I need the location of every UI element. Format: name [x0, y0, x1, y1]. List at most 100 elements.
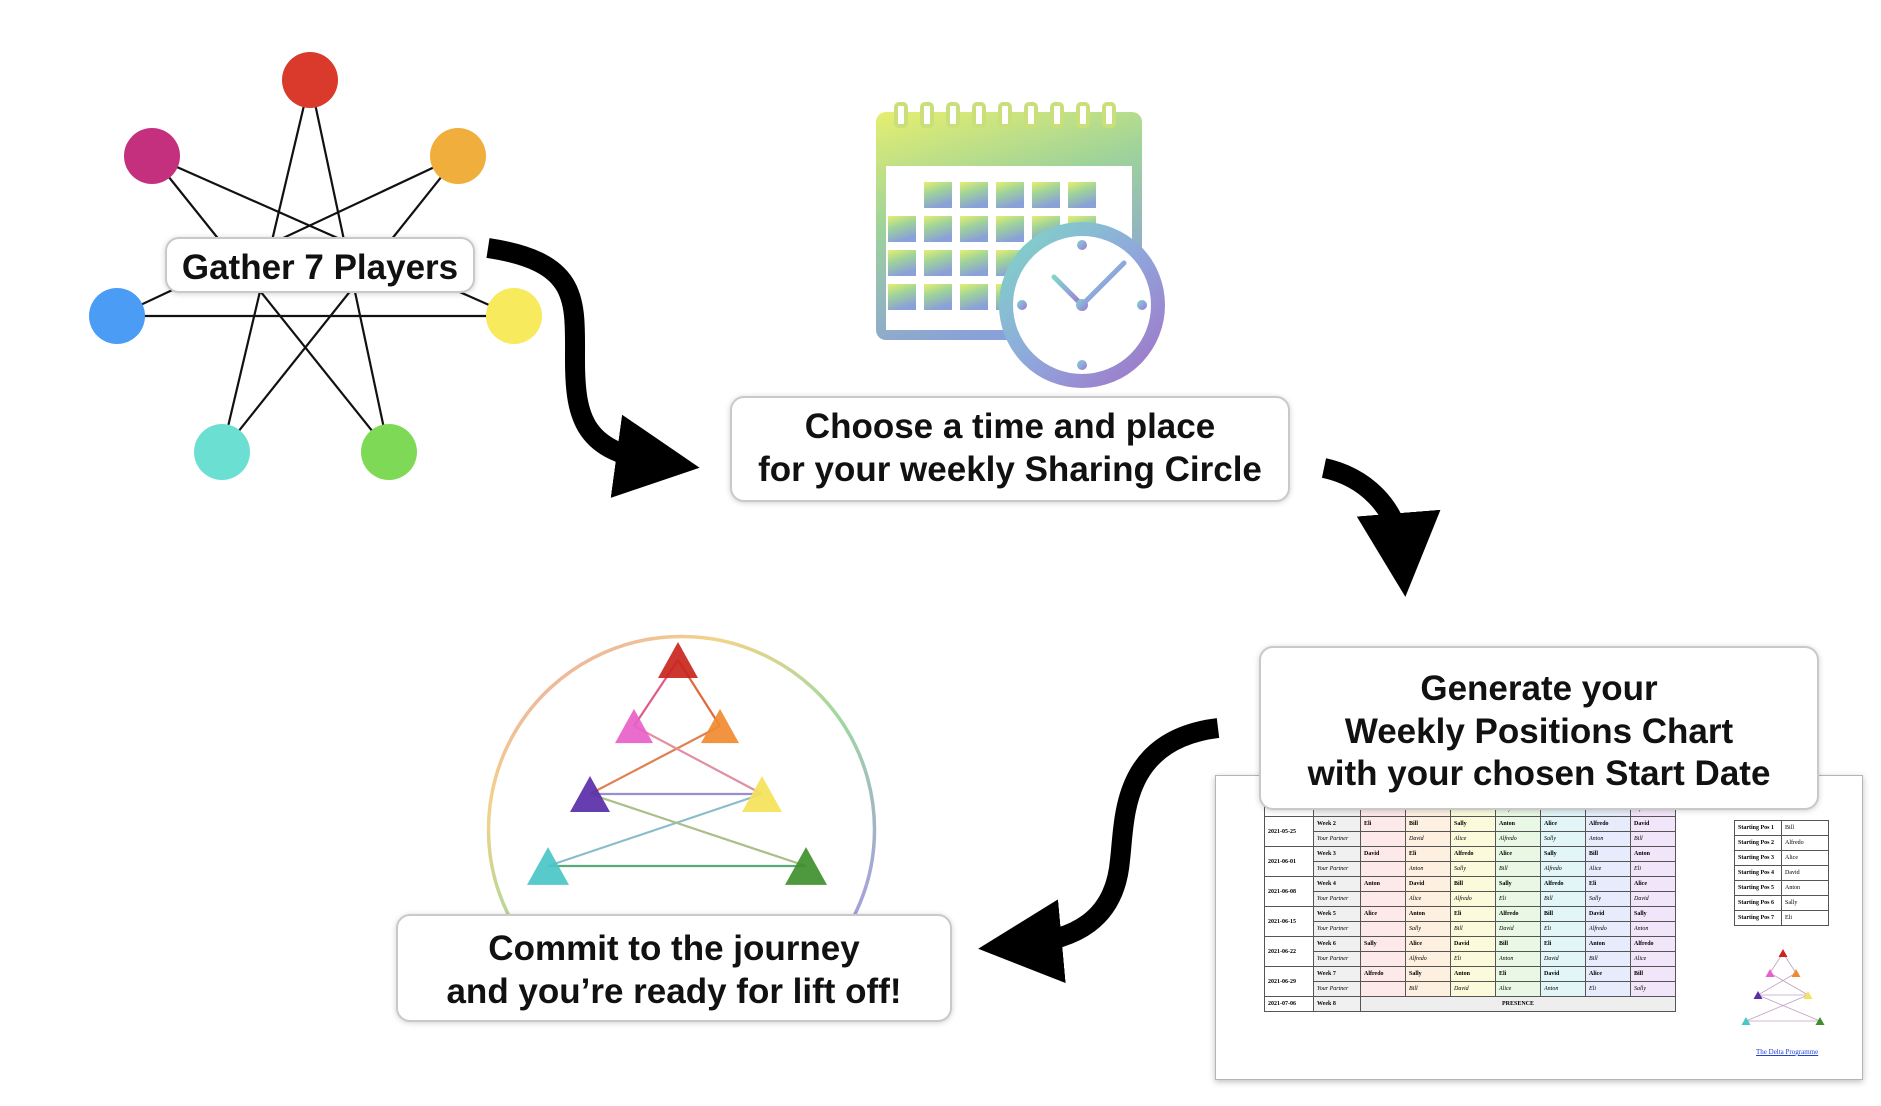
- star-edge: [151, 155, 390, 453]
- player-cell: David: [1630, 816, 1676, 832]
- mini-logo-triangle: [1778, 949, 1788, 957]
- player-cell: Alice: [1630, 876, 1676, 892]
- player-node: [124, 128, 180, 184]
- partner-cell: Alfredo: [1405, 951, 1451, 967]
- partner-cell: David: [1405, 831, 1451, 847]
- player-cell: Sally: [1360, 936, 1406, 952]
- player-node: [486, 288, 542, 344]
- player-cell: Bill: [1495, 936, 1541, 952]
- player-cell: Sally: [1540, 846, 1586, 862]
- week-cell: Week 7: [1313, 966, 1361, 982]
- week-cell: Week 6: [1313, 936, 1361, 952]
- partner-cell: Anton: [1630, 921, 1676, 937]
- player-node: [361, 424, 417, 480]
- logo-triangle: [615, 708, 653, 744]
- week-cell: Week 8: [1313, 996, 1361, 1012]
- logo-triangle: [658, 642, 698, 678]
- calendar-cell: [888, 284, 916, 310]
- player-cell: Anton: [1405, 906, 1451, 922]
- calendar-cell: [996, 182, 1024, 208]
- partner-cell: Eli: [1450, 951, 1496, 967]
- player-cell: Sally: [1450, 816, 1496, 832]
- calendar-ring: [920, 102, 934, 128]
- player-cell: David: [1450, 936, 1496, 952]
- player-cell: Alice: [1585, 966, 1631, 982]
- player-cell: Sally: [1630, 906, 1676, 922]
- start-pos-name: Eli: [1781, 910, 1829, 926]
- player-cell: Alfredo: [1450, 846, 1496, 862]
- player-cell: Bill: [1450, 876, 1496, 892]
- partner-cell: Alice: [1450, 831, 1496, 847]
- calendar-rings: [894, 102, 1116, 128]
- date-cell: 2021-06-22: [1264, 936, 1314, 967]
- player-cell: Anton: [1360, 876, 1406, 892]
- partner-cell: [1360, 951, 1406, 967]
- logo-triangle: [527, 847, 569, 885]
- calendar-ring: [998, 102, 1012, 128]
- mini-logo-triangle: [1815, 1017, 1825, 1025]
- calendar-cell: [960, 250, 988, 276]
- weekly-positions-chart-sheet: 2021-05-18Week 1BillAlfredoAliceDavidAnt…: [1215, 775, 1863, 1080]
- partner-label-cell: Your Partner: [1313, 891, 1361, 907]
- partner-cell: Sally: [1405, 921, 1451, 937]
- player-node: [430, 128, 486, 184]
- player-node: [194, 424, 250, 480]
- calendar-ring: [946, 102, 960, 128]
- calendar-ring: [972, 102, 986, 128]
- player-cell: Bill: [1405, 816, 1451, 832]
- date-cell: 2021-06-29: [1264, 966, 1314, 997]
- partner-cell: Bill: [1540, 891, 1586, 907]
- calendar-ring: [1050, 102, 1064, 128]
- calendar-ring: [1024, 102, 1038, 128]
- partner-cell: Sally: [1630, 981, 1676, 997]
- partner-cell: [1360, 831, 1406, 847]
- partner-label-cell: Your Partner: [1313, 831, 1361, 847]
- player-cell: Alfredo: [1630, 936, 1676, 952]
- start-pos-name: Alfredo: [1781, 835, 1829, 851]
- calendar-cell: [996, 216, 1024, 242]
- delta-logo: [486, 634, 877, 919]
- player-cell: Eli: [1540, 936, 1586, 952]
- calendar-cell: [924, 182, 952, 208]
- player-cell: Bill: [1585, 846, 1631, 862]
- logo-triangle: [742, 776, 782, 812]
- mini-logo-triangle: [1765, 969, 1775, 977]
- delta-programme-link[interactable]: The Delta Programme: [1756, 1048, 1819, 1056]
- logo-triangle: [570, 776, 610, 812]
- player-cell: Alice: [1540, 816, 1586, 832]
- partner-label-cell: Your Partner: [1313, 981, 1361, 997]
- start-pos-name: Sally: [1781, 895, 1829, 911]
- partner-cell: Eli: [1585, 981, 1631, 997]
- partner-label-cell: Your Partner: [1313, 921, 1361, 937]
- player-cell: Anton: [1585, 936, 1631, 952]
- partner-cell: Bill: [1450, 921, 1496, 937]
- player-node: [89, 288, 145, 344]
- partner-cell: Bill: [1630, 831, 1676, 847]
- calendar-cell: [1068, 182, 1096, 208]
- choose-time-callout: Choose a time and place for your weekly …: [730, 396, 1290, 502]
- logo-triangle: [785, 847, 827, 885]
- presence-cell: PRESENCE: [1360, 996, 1676, 1012]
- calendar-ring: [894, 102, 908, 128]
- date-cell: 2021-05-25: [1264, 816, 1314, 847]
- partner-cell: Alice: [1495, 981, 1541, 997]
- gather-players-callout: Gather 7 Players: [165, 237, 475, 293]
- player-cell: David: [1360, 846, 1406, 862]
- calendar-cell: [924, 216, 952, 242]
- clock-tick: [1077, 360, 1087, 370]
- week-cell: Week 5: [1313, 906, 1361, 922]
- start-pos-name: Alice: [1781, 850, 1829, 866]
- player-cell: Anton: [1630, 846, 1676, 862]
- partner-cell: Eli: [1540, 921, 1586, 937]
- calendar-cell: [924, 284, 952, 310]
